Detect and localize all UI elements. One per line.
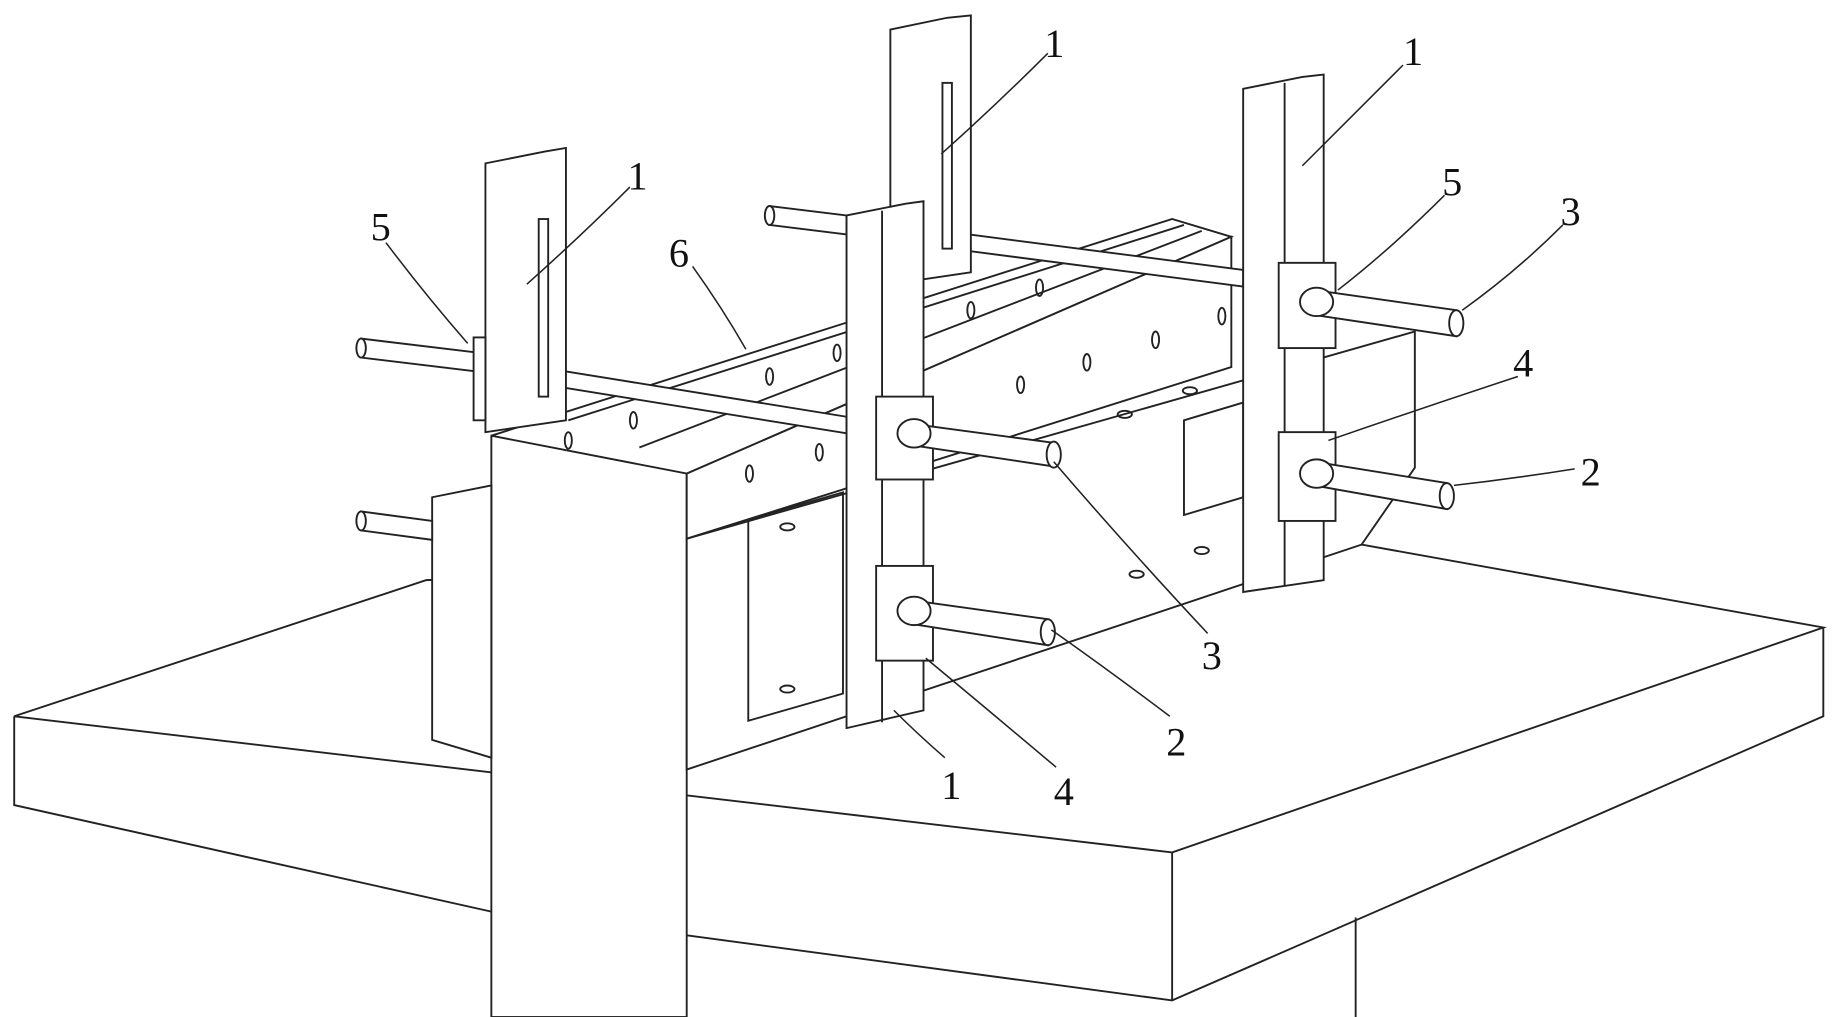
label-post: 1 xyxy=(1044,21,1064,66)
label-post: 1 xyxy=(941,763,961,808)
label-nut: 5 xyxy=(371,204,391,249)
label-post: 1 xyxy=(628,153,648,198)
label-rod: 2 xyxy=(1581,449,1601,494)
label-rod: 3 xyxy=(1202,633,1222,678)
label-clamp: 4 xyxy=(1513,340,1533,385)
label-rod: 2 xyxy=(1166,719,1186,764)
label-formwork: 6 xyxy=(669,230,689,275)
label-nut: 5 xyxy=(1442,159,1462,204)
label-post: 1 xyxy=(1403,29,1423,74)
label-clamp: 4 xyxy=(1054,769,1074,814)
column xyxy=(491,436,686,1017)
label-rod: 3 xyxy=(1560,189,1580,234)
